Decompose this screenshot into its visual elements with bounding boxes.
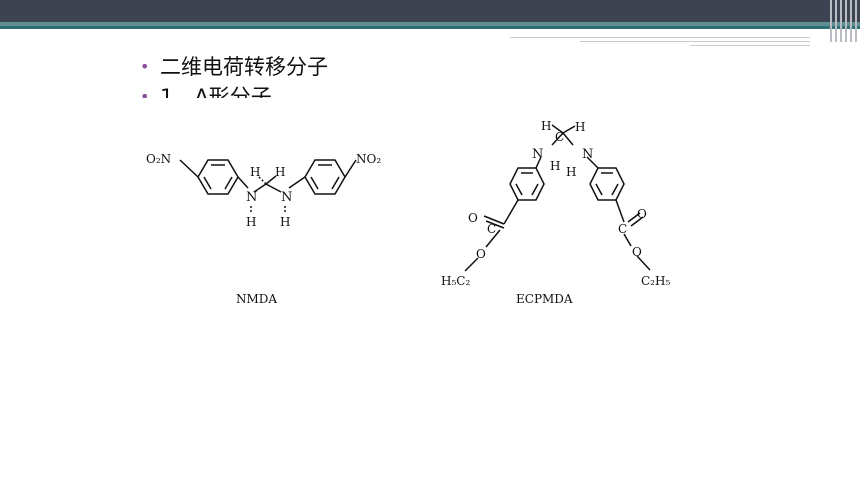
ecpmda-c2h5-label: C₂H₅	[641, 274, 670, 288]
ecpmda-o-left-ester-label: O	[476, 247, 486, 261]
nmda-n-right-label: N	[281, 190, 292, 205]
nmda-n-left-label: N	[246, 190, 257, 205]
ecpmda-n-right-label: N	[582, 147, 593, 162]
ecpmda-c-right-label: C	[618, 222, 627, 236]
decor-line	[690, 45, 810, 46]
ecpmda-name-label: ECPMDA	[516, 292, 573, 306]
ecpmda-h-right-label: H	[566, 165, 576, 179]
nmda-h-top-right-label: H	[275, 165, 285, 179]
bullet-text: 二维电荷转移分子	[160, 55, 328, 79]
header-bar	[0, 0, 860, 22]
ecpmda-h-left-label: H	[550, 159, 560, 173]
ecpmda-o-right-carbonyl-label: O	[637, 207, 647, 221]
nmda-h-top-left-label: H	[250, 165, 260, 179]
nmda-structure	[179, 159, 357, 214]
ecpmda-c-bridge-label: C	[555, 130, 564, 144]
nmda-h-bottom-left-label: H	[246, 215, 256, 229]
nmda-name-label: NMDA	[236, 292, 277, 306]
ecpmda-h-top-left-label: H	[541, 119, 551, 133]
ecpmda-h-top-right-label: H	[575, 120, 585, 134]
ecpmda-o-right-ester-label: O	[632, 245, 642, 259]
decor-stripes	[828, 0, 860, 42]
ecpmda-n-left-label: N	[532, 147, 543, 162]
nmda-o2n-label: O₂N	[146, 152, 171, 166]
nmda-h-bottom-right-label: H	[280, 215, 290, 229]
header-accent-band	[0, 22, 860, 26]
nmda-no2-label: NO₂	[356, 152, 381, 166]
bullet-item: • 二维电荷转移分子	[140, 52, 328, 82]
header-accent-band-dark	[0, 26, 860, 29]
bullet-text: 1、Λ形分子	[160, 85, 272, 98]
decor-line	[580, 41, 810, 42]
ecpmda-structure	[464, 124, 651, 272]
bullet-dot: •	[140, 57, 150, 76]
ecpmda-h5c2-label: H₅C₂	[441, 274, 470, 288]
bullet-list: • 二维电荷转移分子 • 1、Λ形分子	[140, 52, 328, 98]
decor-line	[510, 37, 810, 38]
ecpmda-o-left-carbonyl-label: O	[468, 211, 478, 225]
bullet-item: • 1、Λ形分子	[140, 82, 328, 98]
ecpmda-c-left-label: C	[487, 222, 496, 236]
bullet-dot: •	[140, 87, 150, 98]
